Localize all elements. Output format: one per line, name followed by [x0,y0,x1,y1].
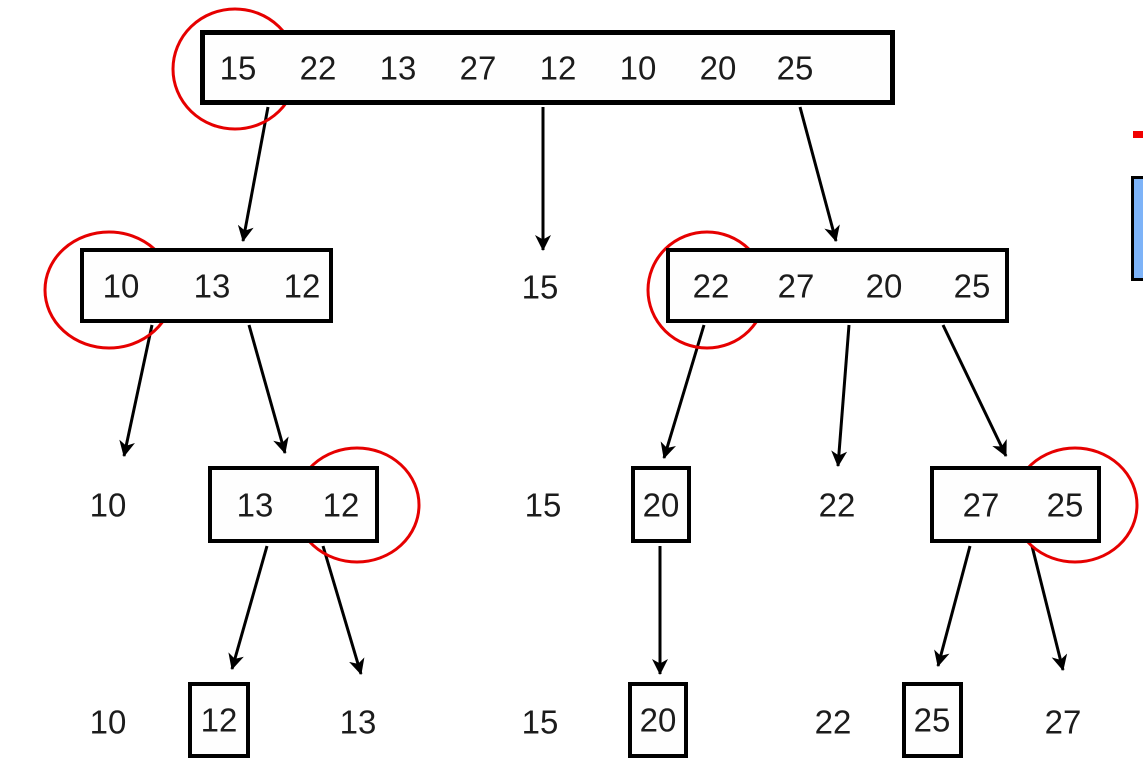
array-value: 25 [953,267,991,304]
arrow-root-to-left-box [237,106,270,242]
root-array-box: 15 22 13 27 12 10 20 25 [200,30,895,105]
array-value: 25 [1046,486,1084,523]
sorted-value-13: 13 [339,703,377,741]
array-value: 27 [777,267,815,304]
array-value: 22 [692,267,730,304]
array-value: 20 [642,486,680,523]
array-value: 27 [459,49,497,86]
placed-value-22: 22 [818,486,856,524]
partition-box-27-25: 27 25 [930,466,1101,543]
array-value: 12 [539,49,577,86]
array-value: 15 [219,49,257,86]
partition-box-20-final: 20 [628,682,688,758]
array-value: 10 [102,267,140,304]
array-value: 22 [299,49,337,86]
array-value: 27 [962,486,1000,523]
left-partition-box: 10 13 12 [80,248,333,323]
right-partition-box: 22 27 20 25 [666,248,1009,323]
arrow-leftbox-to-10 [119,324,154,457]
array-value: 20 [699,49,737,86]
blue-legend-box-fragment [1131,176,1143,281]
array-value: 25 [913,701,951,739]
placed-pivot-15: 15 [521,268,559,306]
array-value: 13 [236,486,274,523]
arrow-box1312-to-13 [321,545,365,675]
array-value: 10 [619,49,657,86]
array-value: 12 [322,486,360,523]
arrow-root-to-right-box [798,106,840,242]
array-value: 25 [776,49,814,86]
sorted-value-22: 22 [814,703,852,741]
sorted-value-27: 27 [1044,703,1082,741]
arrow-rightbox-to-box-20 [660,324,706,459]
partition-box-13-12: 13 12 [208,466,379,543]
partition-box-25: 25 [902,682,963,758]
arrow-box1312-to-box-12 [228,545,269,670]
arrow-leftbox-to-box-13-12 [247,324,289,454]
arrow-rightbox-to-box-27-25 [941,324,1008,457]
partition-box-20: 20 [631,466,691,543]
array-value: 12 [200,701,238,739]
arrow-box2725-to-box-25 [934,545,972,667]
placed-value-10: 10 [89,486,127,524]
array-value: 20 [865,267,903,304]
partition-box-12: 12 [188,682,250,758]
sorted-value-15: 15 [521,703,559,741]
sorted-value-10: 10 [89,703,127,741]
red-line-fragment [1133,131,1143,138]
placed-value-15: 15 [524,486,562,524]
array-value: 12 [283,267,321,304]
arrow-box2725-to-27 [1030,545,1068,671]
array-value: 20 [639,701,677,739]
array-value: 13 [379,49,417,86]
arrow-rightbox-to-22 [831,324,851,467]
array-value: 13 [193,267,231,304]
